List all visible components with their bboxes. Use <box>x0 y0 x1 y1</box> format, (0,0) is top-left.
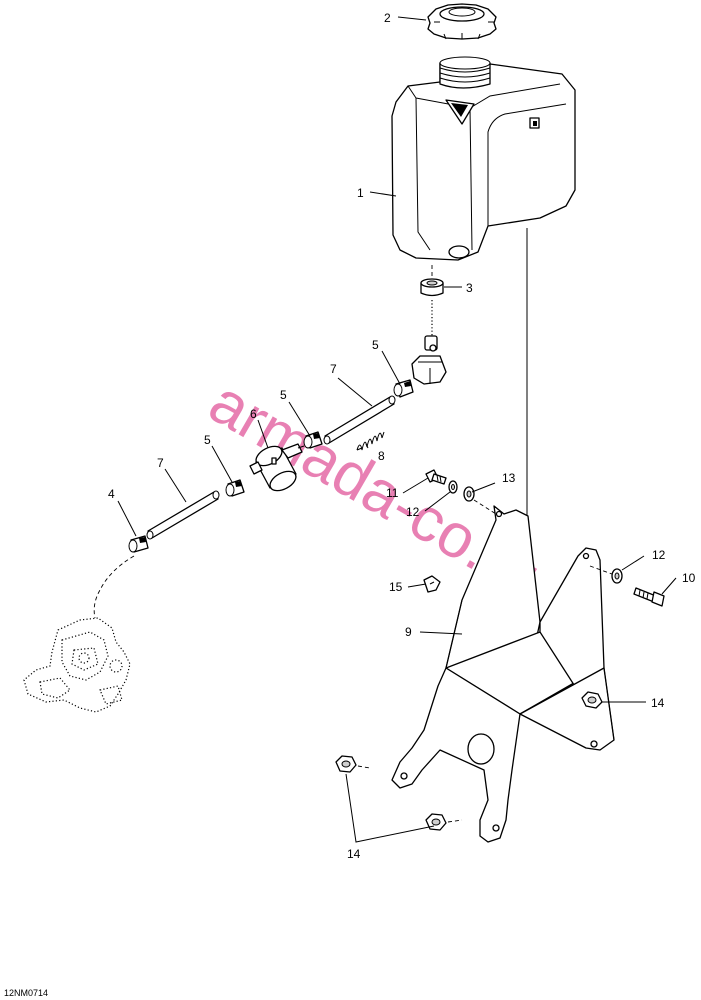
callout-5-lower: 5 <box>204 433 211 447</box>
carburetor-reference <box>23 617 131 713</box>
callout-15: 15 <box>389 580 403 594</box>
callout-5-upper: 5 <box>372 338 379 352</box>
callout-12-left: 12 <box>406 505 420 519</box>
part-14-nut-left[interactable] <box>335 755 357 773</box>
part-15-clip[interactable] <box>423 575 441 593</box>
part-5-clamp-upper[interactable] <box>393 379 414 398</box>
part-10-bolt[interactable] <box>633 587 665 607</box>
fitting-elbow[interactable] <box>411 300 447 385</box>
part-9-bracket[interactable] <box>391 505 615 843</box>
part-12-washer-right[interactable] <box>611 568 623 584</box>
bolt-assembly-line-right <box>589 565 613 575</box>
callout-13: 13 <box>502 471 516 485</box>
callout-3: 3 <box>466 281 473 295</box>
callout-2: 2 <box>384 11 391 25</box>
callout-14-right: 14 <box>651 696 665 710</box>
drawing-code: 12NM0714 <box>4 988 48 998</box>
part-8-spring[interactable] <box>356 431 385 451</box>
part-14-nut-right[interactable] <box>581 691 603 709</box>
part-5-clamp-lower[interactable] <box>225 479 245 497</box>
part-4-clamp[interactable] <box>128 535 149 553</box>
nut-assembly-lines <box>357 765 463 823</box>
callout-5-middle: 5 <box>280 388 287 402</box>
part-6-filter[interactable] <box>249 442 305 494</box>
bolt-assembly-line-left <box>473 499 497 515</box>
part-7-hose-lower[interactable] <box>146 490 220 540</box>
callout-7-upper: 7 <box>330 362 337 376</box>
callout-labels: 2 1 3 5 7 5 6 8 5 7 4 11 13 12 12 10 15 … <box>108 11 696 861</box>
callout-9: 9 <box>405 625 412 639</box>
callout-6: 6 <box>250 407 257 421</box>
callout-4: 4 <box>108 487 115 501</box>
part-7-hose-upper[interactable] <box>323 395 396 445</box>
part-1-tank[interactable] <box>391 56 576 261</box>
callout-14-lower: 14 <box>347 847 361 861</box>
callout-10: 10 <box>682 571 696 585</box>
part-13-washer[interactable] <box>463 486 475 502</box>
part-11-bolt[interactable] <box>425 469 447 485</box>
hose-route-line <box>93 555 135 619</box>
callout-1: 1 <box>357 186 364 200</box>
callout-11: 11 <box>386 486 399 500</box>
callout-7-lower: 7 <box>157 456 164 470</box>
part-14-nut-lower[interactable] <box>425 813 447 831</box>
part-3-grommet[interactable] <box>420 278 444 297</box>
part-2-cap[interactable] <box>427 3 497 40</box>
callout-12-right: 12 <box>652 548 666 562</box>
part-12-washer-left[interactable] <box>448 480 458 494</box>
callout-8: 8 <box>378 449 385 463</box>
leader-lines <box>117 16 677 843</box>
